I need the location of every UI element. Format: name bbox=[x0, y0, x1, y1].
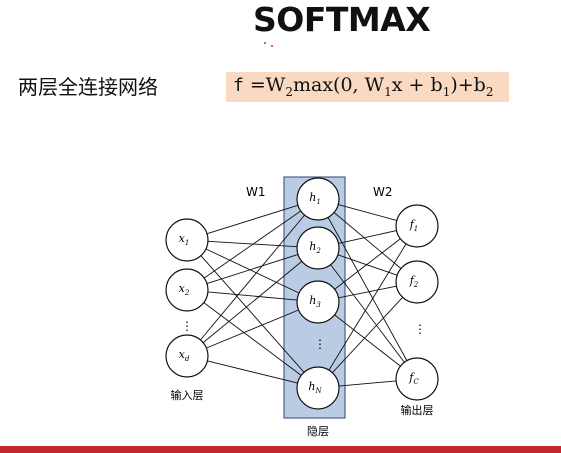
formula-part: x + b bbox=[391, 74, 443, 96]
hidden-node bbox=[296, 226, 340, 270]
w1-label: W1 bbox=[246, 185, 266, 199]
edge-w2 bbox=[338, 380, 397, 387]
formula: f =W2max(0, W1x + b1)+b2 bbox=[233, 74, 493, 99]
formula-part: =W bbox=[249, 74, 286, 96]
hidden-node-label: h1 bbox=[309, 191, 321, 206]
edge-w2 bbox=[334, 238, 401, 290]
hidden-node bbox=[296, 280, 340, 324]
output-node-label: f2 bbox=[409, 274, 419, 289]
formula-box bbox=[226, 72, 509, 102]
edge-w2 bbox=[338, 230, 397, 244]
formula-part: )+b bbox=[450, 74, 486, 96]
edge-w2 bbox=[332, 297, 403, 373]
edge-w2 bbox=[338, 204, 397, 221]
edge-w1 bbox=[202, 261, 303, 343]
output-layer-label: 输出层 bbox=[401, 403, 434, 417]
edge-w1 bbox=[203, 302, 302, 376]
formula-sub: 2 bbox=[285, 84, 293, 99]
output-node bbox=[395, 357, 439, 401]
input-node bbox=[165, 218, 209, 262]
input-node-label: xd bbox=[179, 348, 190, 363]
input-node bbox=[165, 334, 209, 378]
connection-edges bbox=[200, 204, 408, 387]
output-node bbox=[395, 204, 439, 248]
page-title: SOFTMAX bbox=[253, 0, 431, 39]
hidden-layer-label: 隐层 bbox=[307, 425, 329, 438]
subtitle: 两层全连接网络 bbox=[18, 75, 158, 99]
edge-w1 bbox=[207, 291, 298, 301]
input-layer-label: 输入层 bbox=[171, 388, 204, 402]
edge-w1 bbox=[205, 248, 300, 294]
formula-f: f bbox=[233, 75, 244, 96]
edge-w1 bbox=[206, 253, 299, 285]
formula-part: max(0, W bbox=[292, 74, 385, 96]
bottom-accent-bar bbox=[0, 446, 561, 453]
edge-w2 bbox=[337, 254, 398, 276]
input-ellipsis: ⋮ bbox=[181, 319, 193, 333]
edge-w1 bbox=[206, 309, 299, 349]
hidden-node bbox=[296, 366, 340, 410]
formula-sub: 2 bbox=[485, 84, 494, 99]
formula-sub: 1 bbox=[384, 84, 392, 99]
edge-w1 bbox=[207, 360, 298, 384]
output-node-label: f1 bbox=[409, 218, 419, 233]
output-node bbox=[395, 260, 439, 304]
output-node-label: fC bbox=[408, 371, 419, 386]
input-node bbox=[165, 268, 209, 312]
edge-w1 bbox=[203, 210, 302, 279]
edge-w2 bbox=[333, 212, 402, 269]
edge-w1 bbox=[206, 204, 299, 235]
hidden-ellipsis: ⋮ bbox=[314, 337, 326, 351]
edge-w2 bbox=[338, 285, 397, 299]
edge-w1 bbox=[200, 255, 305, 373]
output-ellipsis: ⋮ bbox=[414, 322, 426, 336]
w2-label: W2 bbox=[373, 185, 393, 199]
input-node-label: x1 bbox=[179, 232, 190, 247]
edge-w1 bbox=[200, 214, 305, 341]
hidden-node bbox=[296, 177, 340, 221]
edge-w2 bbox=[328, 243, 407, 371]
input-node-label: x2 bbox=[179, 282, 190, 297]
edge-w2 bbox=[334, 314, 401, 367]
edge-w2 bbox=[327, 217, 408, 361]
formula-sub: 1 bbox=[442, 84, 451, 99]
edge-w2 bbox=[330, 264, 405, 363]
decorative-dots bbox=[264, 42, 274, 48]
